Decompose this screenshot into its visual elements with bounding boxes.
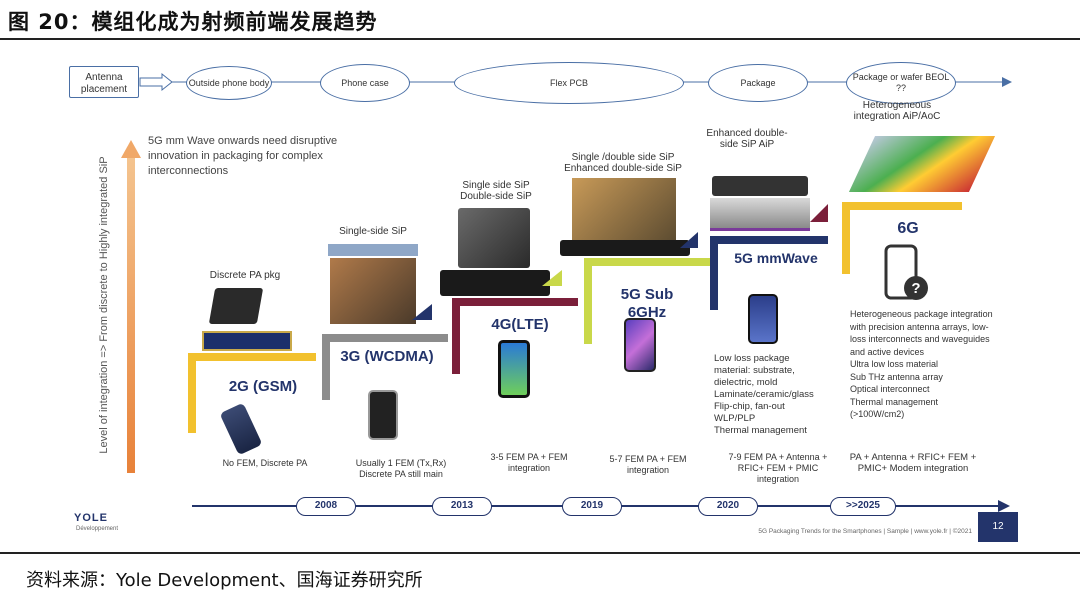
single-side-sip-layer (328, 244, 418, 256)
triangle-5gmm (810, 204, 828, 222)
step-5gmm-side (710, 236, 718, 310)
slide-page-number: 12 (978, 512, 1018, 542)
step-3g-side (322, 334, 330, 400)
year-2020: 2020 (698, 497, 758, 516)
discrete-pa-cross-section (202, 331, 292, 351)
bottom-rule (0, 552, 1080, 554)
fem-2g: No FEM, Discrete PA (222, 458, 308, 468)
top-rule (0, 38, 1080, 40)
triangle-5gsub (680, 232, 698, 248)
stage-2g-label: 2G (GSM) (228, 378, 298, 395)
pkg-5gmm: Enhanced double-side SiP AiP (706, 128, 788, 150)
iphone-3g-icon (368, 390, 398, 440)
flow-stage-phone-case: Phone case (320, 64, 410, 102)
stage-3g-label: 3G (WCDMA) (340, 348, 434, 365)
year-2008: 2008 (296, 497, 356, 516)
step-2g-top (188, 353, 316, 361)
step-5gmm-top (710, 236, 828, 244)
enhanced-sip-cross-section (560, 240, 690, 256)
year-2013: 2013 (432, 497, 492, 516)
stage-6g-label: 6G (897, 220, 919, 237)
antenna-placement-box: Antenna placement (69, 66, 139, 98)
pkg-2g: Discrete PA pkg (209, 270, 281, 281)
step-2g-side (188, 353, 196, 433)
iphone-4g-icon (498, 340, 530, 398)
step-5gsub-top (584, 258, 710, 266)
slide-credit: 5G Packaging Trends for the Smartphones … (758, 528, 972, 535)
flow-stage-outside-body: Outside phone body (186, 66, 272, 100)
flow-stage-flex-pcb: Flex PCB (454, 62, 684, 104)
discrete-pa-chip-image (208, 288, 264, 324)
aip-cross-section (710, 198, 810, 231)
pkg-5gsub: Single /double side SiP Enhanced double-… (564, 152, 682, 174)
double-side-sip-cross-section (440, 270, 550, 296)
stage-5gmm-label: 5G mmWave (734, 250, 818, 266)
fem-6g: PA + Antenna + RFIC+ FEM + PMIC+ Modem i… (849, 452, 977, 474)
pkg-3g: Single-side SiP (339, 226, 407, 237)
figure-source: 资料来源：Yole Development、国海证券研究所 (26, 570, 423, 591)
axis-label: Level of integration => From discrete to… (98, 156, 110, 454)
enhanced-double-side-sip-image (572, 178, 676, 244)
year-2025: >>2025 (830, 497, 896, 516)
fem-4g: 3-5 FEM PA + FEM integration (490, 452, 568, 473)
heterogeneous-package-image (848, 136, 996, 192)
step-5gsub-side (584, 258, 592, 344)
step-4g-top (452, 298, 578, 306)
yole-logo-sub: Développement (76, 526, 119, 532)
fem-5gmm: 7-9 FEM PA + Antenna + RFIC+ FEM + PMIC … (728, 452, 828, 484)
figure-title: 图 20：模组化成为射频前端发展趋势 (8, 10, 378, 34)
disruptive-note: 5G mm Wave onwards need disruptive innov… (148, 135, 338, 177)
aip-top-image (712, 176, 808, 196)
svg-text:?: ? (911, 280, 920, 297)
pkg-4g: Single side SiP Double-side SiP (460, 180, 532, 202)
flow-stage-wafer-beol: Package or wafer BEOL ?? (846, 62, 956, 104)
step-6g-top (842, 202, 962, 210)
fem-3g: Usually 1 FEM (Tx,Rx) Discrete PA still … (355, 458, 447, 479)
step-6g-side (842, 202, 850, 274)
triangle-4g (542, 270, 562, 286)
triangle-3g (412, 304, 432, 320)
fem-5gsub: 5-7 FEM PA + FEM integration (609, 454, 687, 475)
6g-phone-question-icon: ? (884, 244, 928, 300)
nokia-phone-icon (219, 402, 263, 456)
single-side-sip-board-image (330, 258, 416, 324)
step-4g-side (452, 298, 460, 374)
step-3g-top (322, 334, 448, 342)
flow-stage-package: Package (708, 64, 808, 102)
pkg-6g: Heterogeneous integration AiP/AoC (853, 100, 941, 122)
yole-logo: YOLE (74, 512, 108, 524)
slide: Antenna placement Outside phone body Pho… (62, 48, 1018, 542)
samsung-5g-phone-icon (624, 318, 656, 372)
iphone-12-icon (748, 294, 778, 344)
double-side-sip-image (458, 208, 530, 268)
year-2019: 2019 (562, 497, 622, 516)
stage-5gsub-label: 5G Sub 6GHz (620, 286, 674, 321)
integration-arrow (121, 140, 141, 473)
stage-4g-label: 4G(LTE) (491, 316, 549, 333)
